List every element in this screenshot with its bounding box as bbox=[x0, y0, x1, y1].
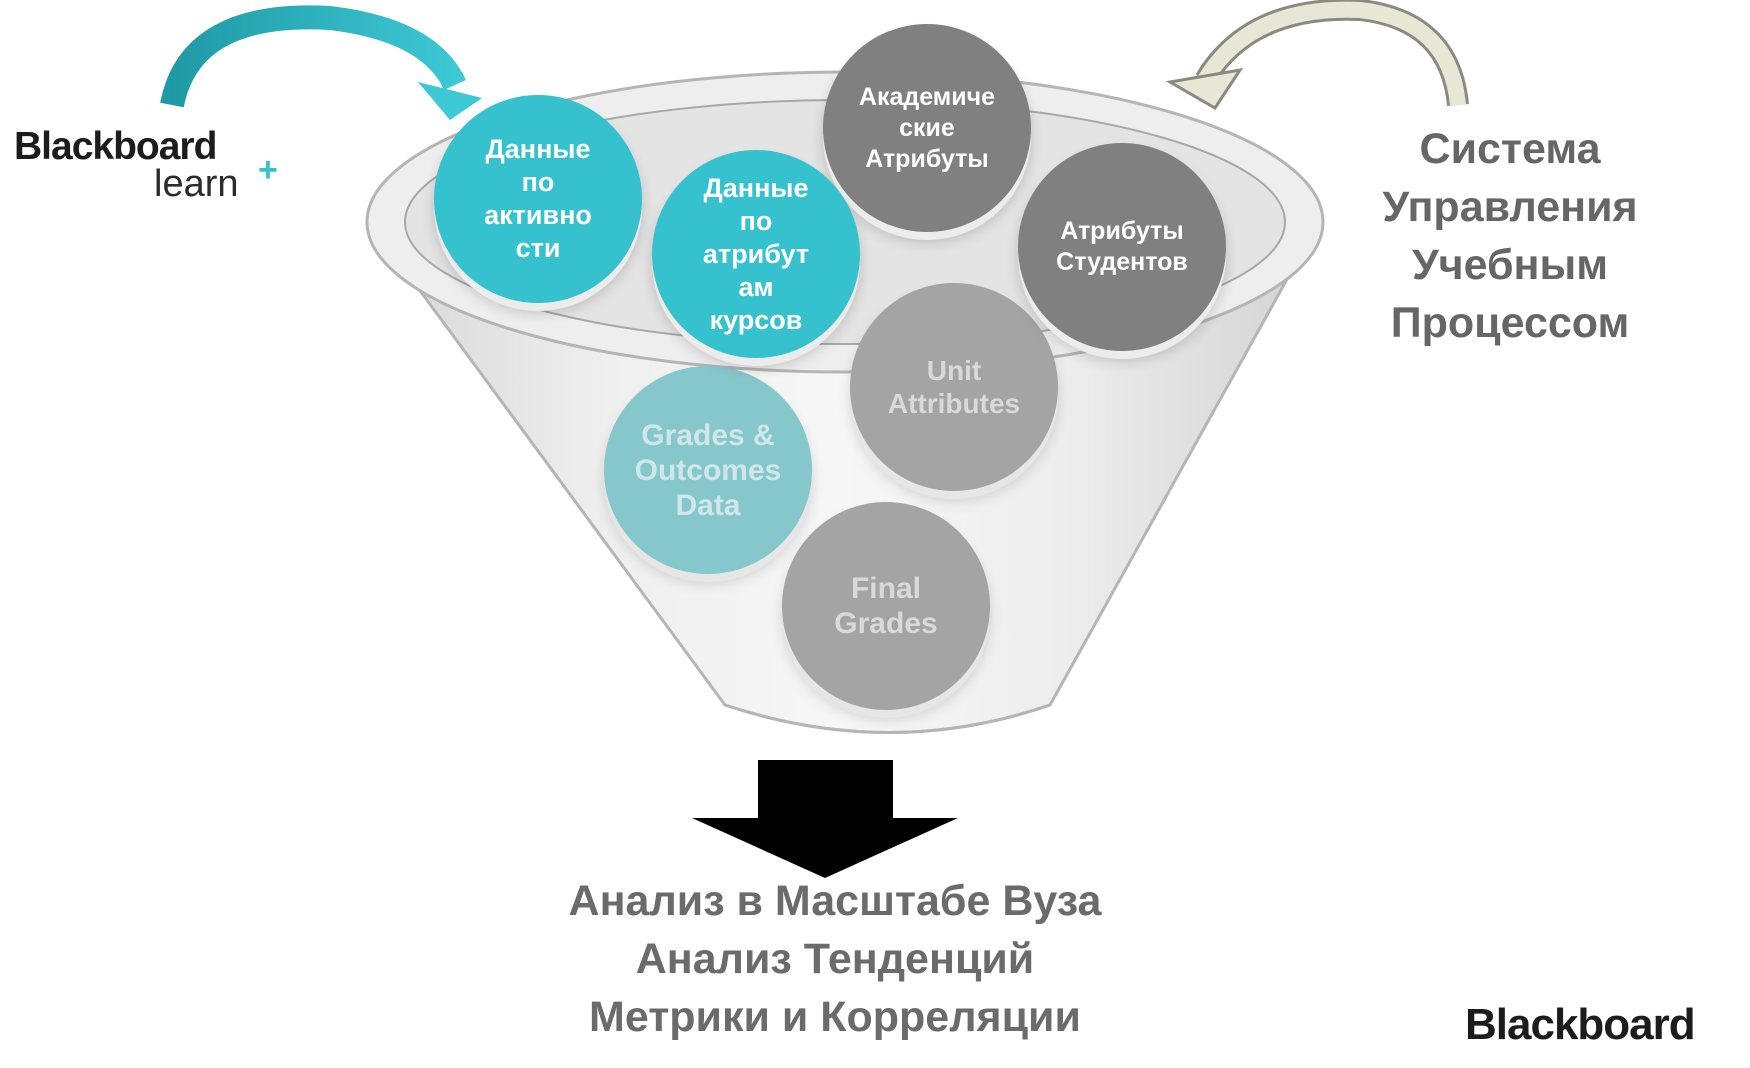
logo-learn-word: learn bbox=[154, 163, 239, 205]
grades-outcomes-circle: Grades & Outcomes Data bbox=[604, 366, 812, 574]
activity-data-circle: Данные по активно сти bbox=[434, 95, 642, 303]
final-grades-circle: Final Grades bbox=[782, 502, 990, 710]
blackboard-logo: Blackboard bbox=[1465, 1000, 1696, 1049]
outcome-line: Анализ в Масштабе Вуза bbox=[568, 877, 1102, 925]
lms-title: Система Управления Учебным Процессом bbox=[1340, 120, 1680, 352]
outcome-line: Метрики и Корреляции bbox=[589, 993, 1081, 1041]
unit-attributes-circle: Unit Attributes bbox=[850, 283, 1058, 491]
lms-title-line: Учебным bbox=[1411, 241, 1609, 289]
academic-attributes-circle: Академиче ские Атрибуты bbox=[823, 24, 1031, 232]
outcome-line: Анализ Тенденций bbox=[635, 935, 1035, 983]
lms-title-line: Процессом bbox=[1390, 299, 1630, 347]
down-arrow bbox=[692, 760, 958, 878]
logo-blackboard-word: Blackboard bbox=[14, 125, 217, 168]
blackboard-learn-logo: Blackboard learn + bbox=[14, 125, 278, 215]
teal-curved-arrow bbox=[160, 5, 466, 108]
analysis-outcomes: Анализ в Масштабе Вуза Анализ Тенденций … bbox=[480, 872, 1190, 1046]
course-attributes-circle: Данные по атрибут ам курсов bbox=[652, 150, 860, 358]
student-attributes-circle: Атрибуты Студентов bbox=[1018, 143, 1226, 351]
teal-arrow-head bbox=[418, 82, 482, 120]
lms-title-line: Управления bbox=[1382, 183, 1638, 231]
funnel-spout bbox=[724, 703, 1051, 734]
logo-plus-icon: + bbox=[258, 151, 278, 189]
lms-title-line: Система bbox=[1419, 125, 1601, 173]
grey-curved-arrow-fill bbox=[1198, 1, 1466, 106]
grey-arrow-head bbox=[1165, 67, 1244, 111]
